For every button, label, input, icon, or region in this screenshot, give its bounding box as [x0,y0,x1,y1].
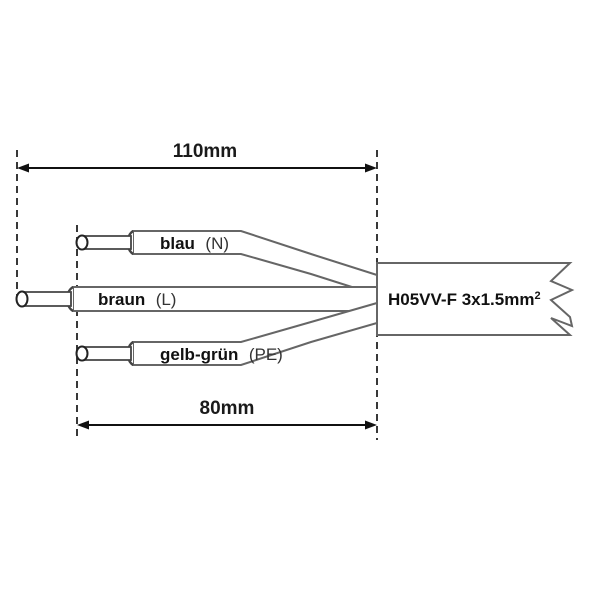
cable-jacket-designation: H05VV-F 3x1.5mm [388,290,534,309]
wire-gelbgruen-conductor-end [75,345,89,362]
wire-braun-label: braun (L) [98,290,176,309]
wire-braun: braun (L) [15,285,378,313]
wire-blau-label: blau (N) [160,234,229,253]
wire-blau-conductor-end [75,234,89,251]
arrowhead-left-top [17,163,29,173]
dimension-110mm: 110mm [17,141,377,173]
wire-blau-name: blau [160,234,195,253]
wire-braun-conductor [21,291,72,307]
dimension-label-110mm: 110mm [173,141,237,162]
dimension-label-80mm: 80mm [200,398,255,419]
cable-jacket: H05VV-F 3x1.5mm2 [376,262,575,336]
arrowhead-right-bottom [365,420,377,430]
wire-gelbgruen-designation: (PE) [249,345,283,364]
wire-braun-conductor-end [15,290,29,308]
wire-blau-designation: (N) [205,234,229,253]
wire-braun-name: braun [98,290,145,309]
cable-jacket-superscript: 2 [534,290,540,302]
wire-gelbgruen-conductor [81,346,132,361]
wire-blau-conductor [81,235,132,250]
wire-gelbgruen-name: gelb-grün [160,345,238,364]
dimension-80mm: 80mm [77,398,377,430]
arrowhead-left-bottom [77,420,89,430]
cable-jacket-label: H05VV-F 3x1.5mm2 [388,290,541,309]
arrowhead-right-top [365,163,377,173]
cable-jacket-body [376,262,575,336]
wire-gelbgruen-label: gelb-grün (PE) [160,345,283,364]
wire-braun-designation: (L) [156,290,177,309]
wire-gelbgruen: gelb-grün (PE) [75,301,378,366]
wire-blau: blau (N) [75,230,378,297]
